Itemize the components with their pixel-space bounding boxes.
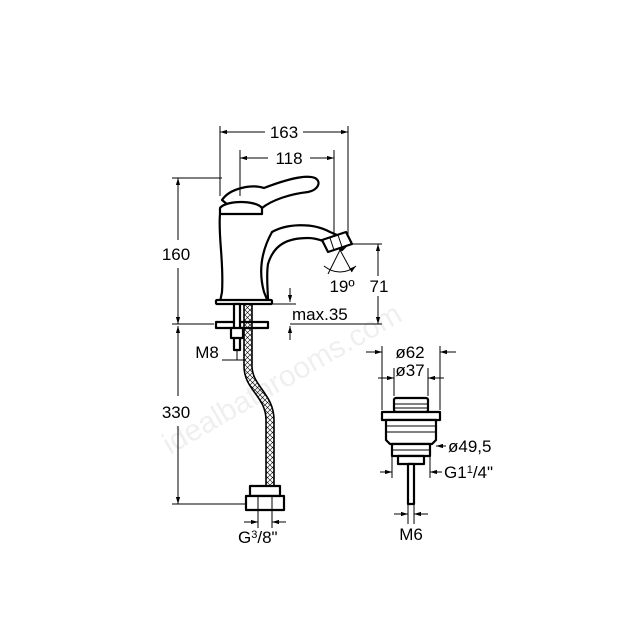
dim-hose-thread: G3/8" <box>238 528 278 547</box>
waste-plug <box>392 396 430 414</box>
dim-stud-thread: M8 <box>195 343 219 362</box>
hose-fitting <box>248 484 282 498</box>
faucet-drawing <box>214 175 354 512</box>
dim-spout-angle: 19º <box>329 277 354 296</box>
faucet-base <box>214 298 274 306</box>
waste-drawing <box>380 396 442 506</box>
dim-hose-length: 330 <box>162 403 190 422</box>
faucet-body <box>218 213 350 304</box>
dim-plug-diameter: ø37 <box>395 361 424 380</box>
body-cap <box>218 200 264 216</box>
waste-rod <box>406 462 416 506</box>
faucet-dimensions: 163 118 160 71 19º max.35 M8 <box>162 123 389 547</box>
fixing-stud-nut <box>229 326 245 340</box>
dim-rod-thread: M6 <box>399 525 423 544</box>
waste-dimensions: ø62 ø37 ø49,5 G11/4" M6 <box>366 343 493 544</box>
dim-max-deck: max.35 <box>292 305 348 324</box>
waste-nut <box>396 454 426 466</box>
dim-flange-diameter: ø62 <box>395 343 424 362</box>
waste-flange <box>380 410 442 422</box>
watermark: idealbathrooms.com <box>157 297 407 461</box>
dim-body-diameter: ø49,5 <box>448 437 491 456</box>
dim-spout-reach: 118 <box>275 149 302 168</box>
dim-height: 160 <box>162 245 190 264</box>
dim-overall-width: 163 <box>270 123 298 142</box>
dim-spout-height: 71 <box>370 277 389 296</box>
dim-waste-thread: G11/4" <box>444 463 493 482</box>
